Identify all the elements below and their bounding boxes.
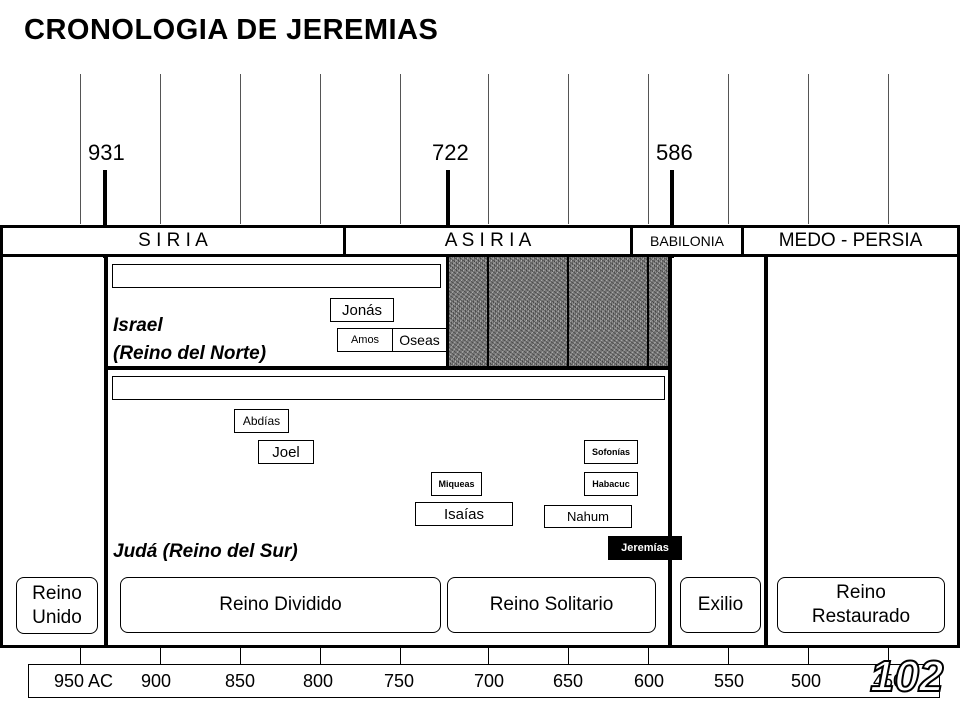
israel-label-sub: (Reino del Norte) — [113, 343, 267, 364]
prophet-amos: Amos — [337, 328, 393, 352]
gridline — [648, 74, 649, 224]
timeline-tick — [320, 648, 321, 664]
page-title: CRONOLOGIA DE JEREMIAS — [24, 14, 439, 46]
timeline-label: 550 — [714, 671, 745, 691]
prophet-oseas: Oseas — [392, 328, 447, 352]
israel-label: Israel — [113, 315, 163, 336]
timeline-label: 700 — [474, 671, 505, 691]
marker-586 — [670, 170, 674, 258]
divider — [764, 257, 768, 648]
gridline — [80, 74, 81, 224]
era-reino-dividido: Reino Dividido — [120, 577, 441, 633]
shaded-area — [448, 257, 668, 366]
divider — [446, 257, 449, 368]
timeline-tick — [400, 648, 401, 664]
empire-medo-persia: MEDO - PERSIA — [741, 225, 960, 257]
gridline — [240, 74, 241, 224]
timeline-label: 600 — [634, 671, 665, 691]
empire-asiria: A S I R I A — [343, 225, 633, 257]
empire-siria: S I R I A — [0, 225, 346, 257]
gridline — [320, 74, 321, 224]
timeline-tick — [80, 648, 81, 664]
era-reino-solitario: Reino Solitario — [447, 577, 656, 633]
empire-babilonia: BABILONIA — [630, 225, 744, 257]
timeline-label: 500 — [791, 671, 822, 691]
marker-722 — [446, 170, 450, 258]
timeline-label: 800 — [303, 671, 334, 691]
timeline-tick — [568, 648, 569, 664]
gridline — [888, 74, 889, 224]
juda-bar — [112, 376, 665, 400]
timeline-label: 450 — [873, 671, 904, 691]
divider — [668, 257, 672, 648]
gridline — [568, 74, 569, 224]
prophet-nahum: Nahum — [544, 505, 632, 528]
gridline — [647, 257, 649, 366]
kingdom-divider — [104, 366, 672, 370]
timeline-tick — [728, 648, 729, 664]
timeline-tick — [160, 648, 161, 664]
marker-931 — [103, 170, 107, 258]
timeline-label: 900 — [141, 671, 172, 691]
gridline — [160, 74, 161, 224]
era-exilio: Exilio — [680, 577, 761, 633]
timeline-axis — [28, 664, 940, 698]
prophet-habacuc: Habacuc — [584, 472, 638, 496]
juda-label: Judá (Reino del Sur) — [113, 541, 298, 562]
timeline-tick — [648, 648, 649, 664]
prophet-jeremias: Jeremías — [608, 536, 682, 560]
timeline-label: 650 — [553, 671, 584, 691]
year-722: 722 — [432, 140, 469, 165]
prophet-isaias: Isaías — [415, 502, 513, 526]
timeline-tick — [888, 648, 889, 664]
prophet-abdias: Abdías — [234, 409, 289, 433]
gridline — [808, 74, 809, 224]
gridline — [728, 74, 729, 224]
divider — [104, 257, 108, 648]
timeline-label: 750 — [384, 671, 415, 691]
prophet-jonas: Jonás — [330, 298, 394, 322]
gridline — [400, 74, 401, 224]
israel-bar — [112, 264, 441, 288]
timeline-tick — [808, 648, 809, 664]
year-586: 586 — [656, 140, 693, 165]
gridline — [487, 257, 489, 366]
gridline — [488, 74, 489, 224]
timeline-tick — [488, 648, 489, 664]
prophet-joel: Joel — [258, 440, 314, 464]
gridline — [567, 257, 569, 366]
timeline-frame — [0, 257, 960, 648]
timeline-label: 850 — [225, 671, 256, 691]
prophet-miqueas: Miqueas — [431, 472, 482, 496]
timeline-label: 950 AC — [54, 671, 114, 691]
timeline-tick — [240, 648, 241, 664]
year-931: 931 — [88, 140, 125, 165]
prophet-sofonias: Sofonías — [584, 440, 638, 464]
page-number: 102 — [869, 651, 944, 702]
